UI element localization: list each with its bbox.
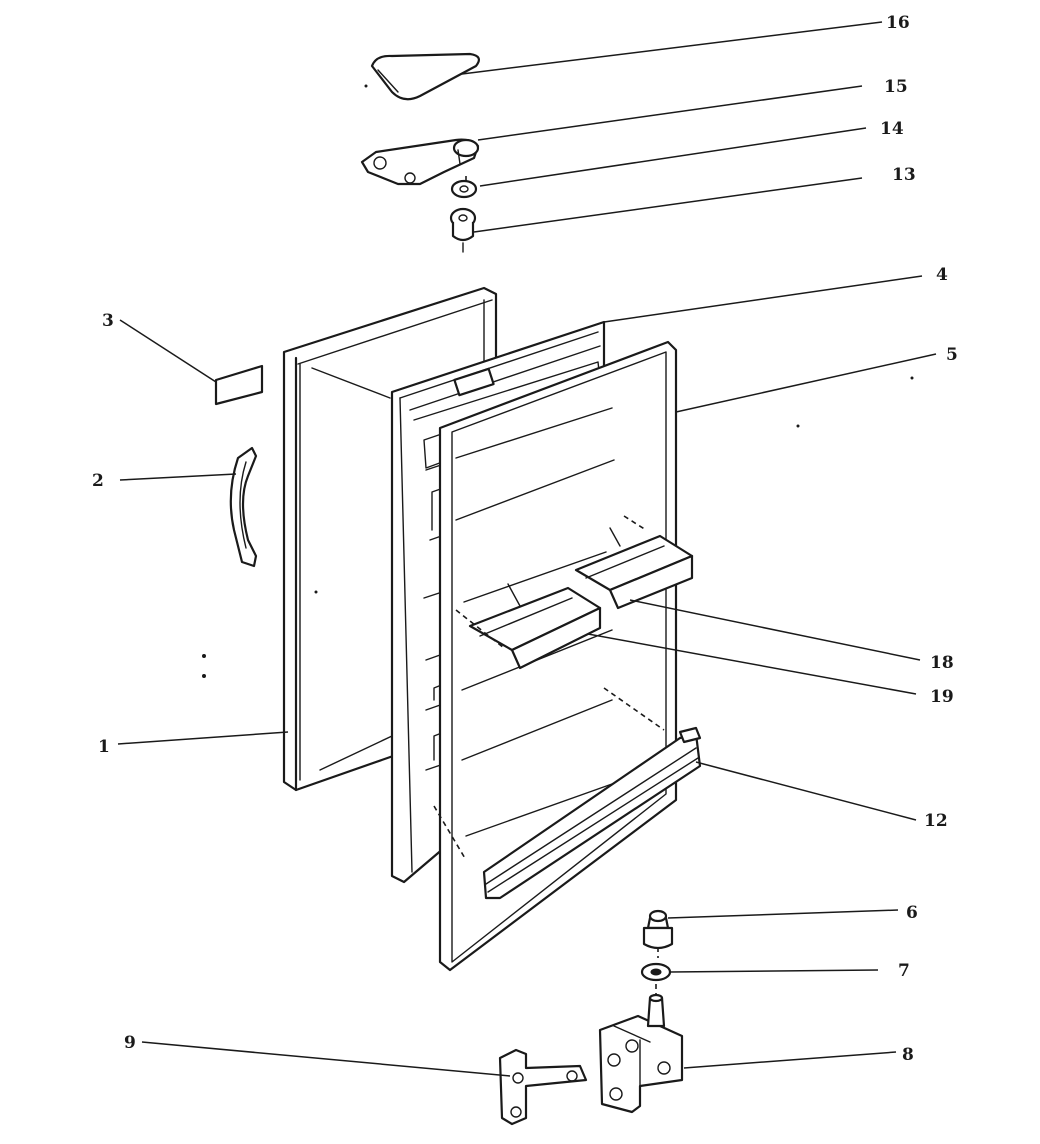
callout-9: 9 [124, 1033, 136, 1053]
callout-4: 4 [936, 265, 948, 285]
lower-fold-shelf-part [468, 583, 602, 670]
leader-1 [117, 731, 289, 745]
nameplate-part [214, 364, 264, 406]
callout-12: 12 [924, 811, 948, 831]
callout-2: 2 [92, 471, 104, 491]
callout-labels: 16 15 14 13 4 5 3 2 1 18 19 12 6 7 8 9 [92, 13, 958, 1065]
leader-5 [675, 353, 937, 413]
hinge-cover-part [370, 52, 480, 101]
leader-16 [461, 21, 883, 75]
leader-8 [683, 1051, 897, 1069]
print-specks [202, 84, 914, 678]
callout-3: 3 [102, 311, 114, 331]
leader-2 [119, 473, 237, 481]
leader-4 [603, 275, 923, 323]
side-hinge-part [498, 1048, 588, 1126]
bottom-hinge-bracket-part [598, 993, 684, 1114]
door-bin-part [482, 726, 702, 900]
callout-19: 19 [930, 687, 954, 707]
callout-15: 15 [884, 77, 908, 97]
leader-7 [669, 969, 879, 973]
leader-9 [141, 1041, 511, 1077]
callout-14: 14 [880, 119, 904, 139]
callout-7: 7 [898, 961, 910, 981]
door-handle-part [229, 446, 258, 568]
callout-18: 18 [930, 653, 954, 673]
leader-6 [667, 909, 899, 919]
leader-14 [479, 127, 867, 187]
leader-lines [117, 21, 937, 1077]
leader-19 [587, 633, 917, 695]
callout-6: 6 [906, 903, 918, 923]
callout-1: 1 [98, 737, 110, 757]
leader-18 [629, 599, 921, 661]
callout-8: 8 [902, 1045, 914, 1065]
top-hinge-plate-part [360, 138, 480, 186]
leader-13 [473, 177, 863, 233]
upper-fold-shelf-part [574, 527, 694, 610]
callout-13: 13 [892, 165, 916, 185]
callout-5: 5 [946, 345, 958, 365]
leader-12 [695, 761, 917, 821]
bottom-bushing-part [642, 909, 674, 950]
top-bushing-part [449, 207, 477, 253]
door-gasket-part [438, 340, 678, 972]
bottom-washer-part [640, 962, 672, 982]
leader-15 [477, 85, 863, 141]
leader-3 [119, 319, 217, 383]
top-washer-part [450, 179, 478, 199]
callout-16: 16 [886, 13, 910, 33]
